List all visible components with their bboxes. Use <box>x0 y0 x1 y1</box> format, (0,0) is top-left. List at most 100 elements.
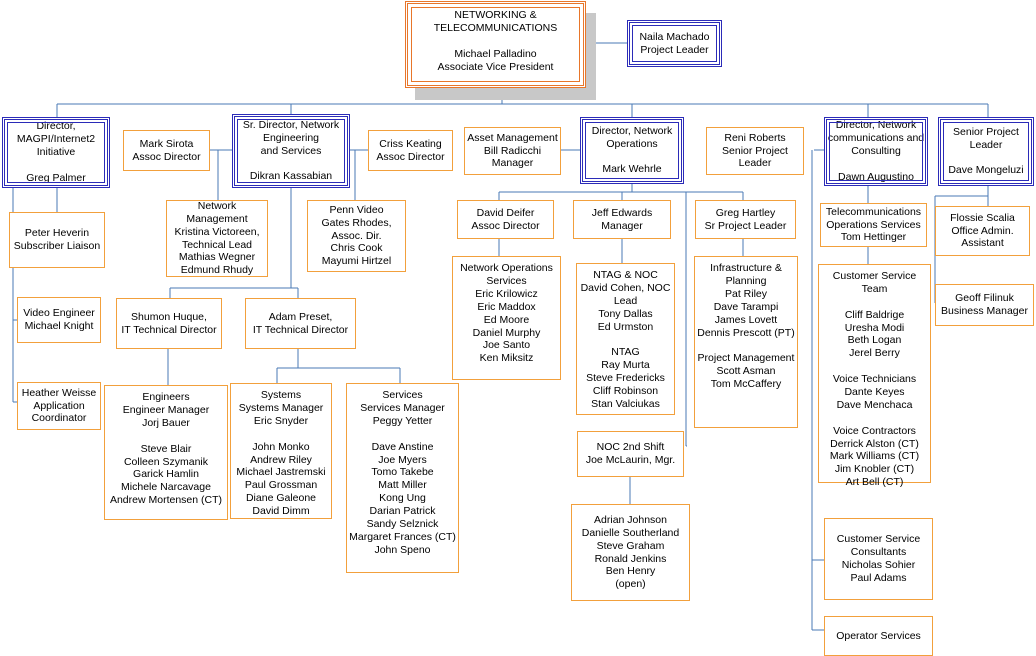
senior-project-leader-mongeluzi-box-line: Dave Mongeluzi <box>948 164 1024 177</box>
engineers-team-box-line: Steve Blair <box>140 442 192 455</box>
customer-service-team-box-line: Jerel Berry <box>849 347 900 360</box>
network-operations-services-box-line: Daniel Murphy <box>472 326 541 339</box>
senior-project-leader-mongeluzi-box-line: Senior Project <box>953 125 1019 138</box>
services-team-box-line: John Speno <box>374 543 431 556</box>
customer-service-team-box-line: Dave Menchaca <box>836 398 913 411</box>
network-operations-services-box-line: Eric Krilowicz <box>475 287 538 300</box>
network-management-box-line: Network <box>197 199 237 212</box>
sr-director-engineering-box-line: Sr. Director, Network <box>242 118 340 131</box>
engineers-team-box-line: Colleen Szymanik <box>123 455 209 468</box>
business-manager-box-line: Geoff Filinuk <box>955 292 1014 305</box>
customer-service-team-box-line: Mark Williams (CT) <box>829 450 920 463</box>
project-leader-box-line: Project Leader <box>640 43 709 56</box>
infrastructure-planning-box-line: Dave Tarampi <box>713 300 779 313</box>
services-team-box-line: Services <box>382 389 423 401</box>
services-team-box-line: Peggy Yetter <box>372 414 433 427</box>
customer-service-team-box-line: Jim Knobler (CT) <box>834 463 915 476</box>
manager-edwards-box-line: Jeff Edwards <box>591 206 653 219</box>
services-team-box-line: Matt Miller <box>378 479 427 492</box>
systems-team-box-line: Diane Galeone <box>245 492 317 505</box>
video-engineer-box-line: Video Engineer <box>23 307 95 320</box>
network-management-box-line: Management <box>186 212 248 225</box>
customer-service-team-box-line: Customer Service <box>832 270 917 282</box>
network-management-box-line: Mathias Wegner <box>178 251 256 264</box>
subscriber-liaison-box-line: Subscriber Liaison <box>13 240 101 252</box>
services-team-box-line: Services Manager <box>360 401 445 414</box>
engineers-team-box-line: Garick Hamlin <box>133 468 199 481</box>
office-admin-box-line: Office Admin. <box>951 224 1014 237</box>
services-team-box-line: Kong Ung <box>379 492 426 505</box>
penn-video-box-line: Gates Rhodes, <box>321 216 392 229</box>
services-team-box-line: Darian Patrick <box>369 505 436 518</box>
senior-project-leader-roberts-box-line: Reni Roberts <box>724 131 786 144</box>
systems-team-box-line: Eric Snyder <box>253 414 309 427</box>
ntag-noc-box-line: Lead <box>613 294 638 307</box>
infrastructure-planning-box-line: James Lovett <box>714 313 778 326</box>
application-coordinator-box-line: Application <box>33 399 85 412</box>
ntag-noc-box-line: Ed Urmston <box>597 320 654 333</box>
application-coordinator-box-line: Heather Weisse <box>21 386 97 399</box>
network-operations-services-box-line: Ken Miksitz <box>479 352 534 365</box>
systems-team-box-line: Systems <box>260 389 302 401</box>
director-network-communications-box-line: Director, Network <box>835 119 917 132</box>
services-team-box-line: Dave Anstine <box>371 440 434 453</box>
systems-team-box-line: John Monko <box>252 440 310 453</box>
director-network-operations-box-line: Operations <box>606 137 658 150</box>
services-team-box-line: Joe Myers <box>378 453 427 466</box>
subscriber-liaison-box-line: Peter Heverin <box>24 227 90 240</box>
customer-service-team-box-line: Derrick Alston (CT) <box>830 437 919 450</box>
engineers-team-box-line: Engineer Manager <box>122 403 210 416</box>
infrastructure-planning-box-line: Tom McCaffery <box>710 378 782 391</box>
vp-networking-telecom-box-line: NETWORKING & <box>454 9 537 21</box>
ntag-noc-box-line: NTAG <box>611 346 640 359</box>
asset-management-box-line: Bill Radicchi <box>483 144 542 157</box>
network-management-box-line: Edmund Rhudy <box>180 264 254 277</box>
director-network-operations-box-line: Mark Wehrle <box>602 163 662 176</box>
infrastructure-planning-box-line: Pat Riley <box>724 287 767 300</box>
engineers-team-box-line: Michele Narcavage <box>121 481 211 494</box>
penn-video-box-line: Mayumi Hirtzel <box>321 255 392 268</box>
director-network-communications-box-line: communications and <box>827 132 925 145</box>
network-operations-services-box-line: Services <box>486 274 527 287</box>
director-magpi-box-line: MAGPI/Internet2 <box>16 133 96 146</box>
it-director-preset-box: Adam Preset,IT Technical Director <box>245 298 356 349</box>
customer-service-team-box-line: Beth Logan <box>847 334 902 347</box>
customer-service-team-box-line: Art Bell (CT) <box>845 476 904 489</box>
infrastructure-planning-box-line: Scott Asman <box>716 365 776 378</box>
services-team-box-line: Tomo Takebe <box>371 466 434 479</box>
network-management-box-line: Technical Lead <box>181 238 253 251</box>
engineers-team-box-line: Jorj Bauer <box>142 416 190 429</box>
ntag-noc-box-line: Stan Valciukas <box>591 398 660 411</box>
project-leader-box-line: Naila Machado <box>639 30 710 43</box>
sr-director-engineering-box-line: and Services <box>260 144 322 157</box>
ntag-noc-box-line: Tony Dallas <box>598 307 653 320</box>
senior-project-leader-mongeluzi-box-line: Leader <box>969 138 1003 151</box>
it-director-huque-box-line: Shumon Huque, <box>131 310 207 323</box>
network-management-box-line: Kristina Victoreen, <box>174 225 260 238</box>
engineers-team-box-line: Engineers <box>142 391 190 403</box>
sr-director-engineering-box-line: Engineering <box>262 131 320 144</box>
